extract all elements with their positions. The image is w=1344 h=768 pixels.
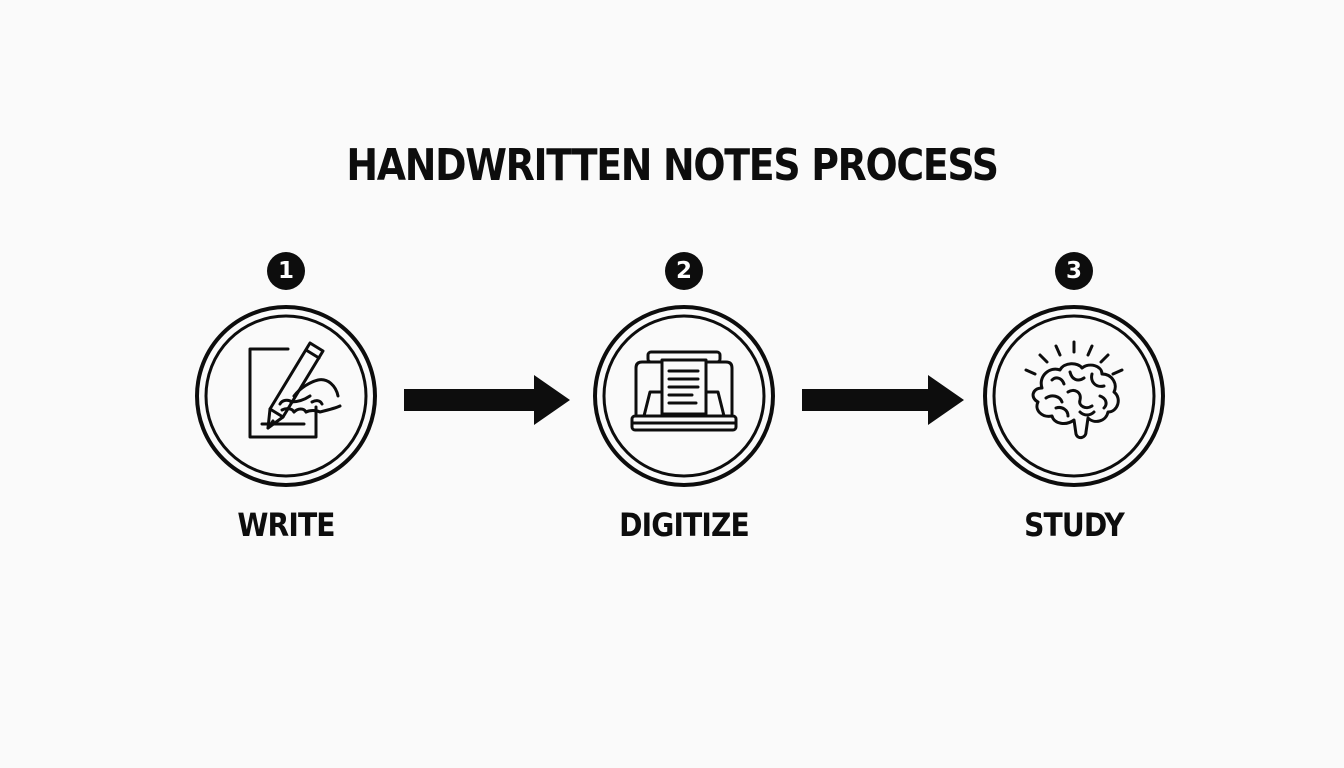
step-label: WRITE — [237, 506, 335, 544]
step-digitize: 2 DIGITIZE — [584, 252, 784, 552]
pen-writing-icon — [195, 305, 377, 487]
flow-arrow — [800, 372, 970, 428]
diagram-title: HANDWRITTEN NOTES PROCESS — [346, 140, 999, 191]
step-number-badge: 1 — [267, 252, 305, 290]
arrow-right-icon — [802, 375, 964, 425]
scanner-icon — [593, 305, 775, 487]
step-label: DIGITIZE — [619, 506, 750, 544]
step-number-badge: 2 — [665, 252, 703, 290]
step-write: 1 WRITE — [186, 252, 386, 552]
step-label: STUDY — [1024, 506, 1125, 544]
step-icon-circle — [592, 304, 776, 488]
step-study: 3 — [974, 252, 1174, 552]
step-icon-circle — [982, 304, 1166, 488]
arrow-right-icon — [404, 375, 570, 425]
step-number-badge: 3 — [1055, 252, 1093, 290]
flow-arrow — [402, 372, 572, 428]
brain-icon — [983, 305, 1165, 487]
step-icon-circle — [194, 304, 378, 488]
